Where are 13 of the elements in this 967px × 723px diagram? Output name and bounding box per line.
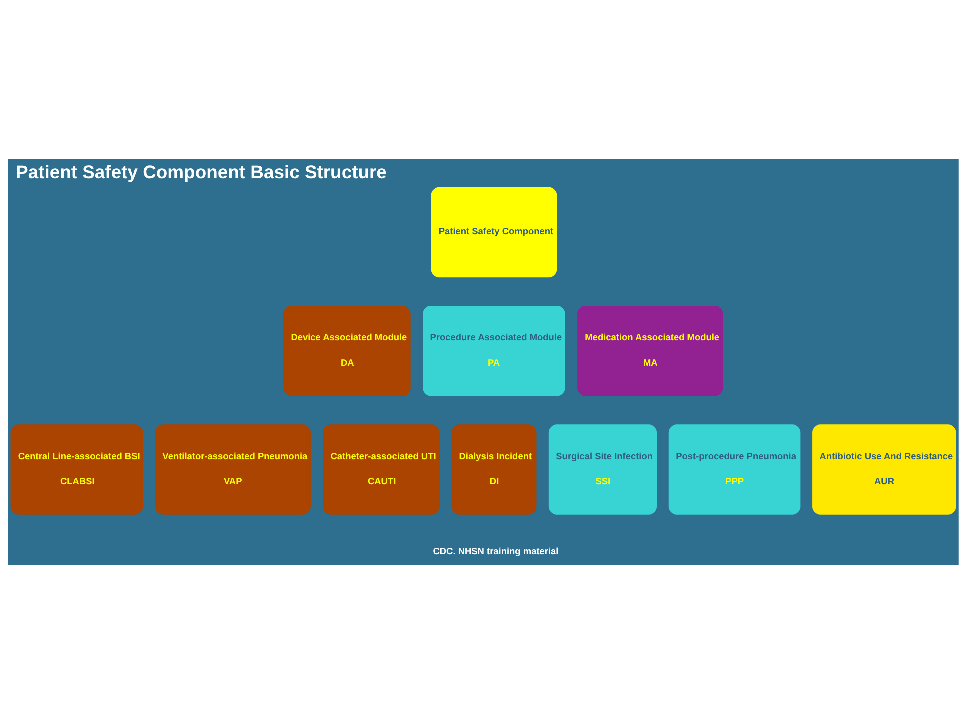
node-box: Surgical Site Infection SSI bbox=[548, 424, 657, 514]
node-box: Device Associated Module DA bbox=[284, 305, 411, 396]
node-box: Ventilator-associated Pneumonia VAP bbox=[155, 424, 311, 514]
diagram-title: Patient Safety Component Basic Structure bbox=[16, 160, 387, 182]
node-box: Patient Safety Component bbox=[431, 186, 558, 278]
node-box: Antibiotic Use And Resistance AUR bbox=[812, 424, 956, 514]
node-box: Dialysis Incident DI bbox=[452, 424, 537, 514]
node-box: Catheter-associated UTI CAUTI bbox=[323, 424, 440, 514]
node-box: Central Line-associated BSI CLABSI bbox=[10, 424, 144, 514]
node-box: Medication Associated Module MA bbox=[578, 305, 724, 396]
node-box: Procedure Associated Module PA bbox=[423, 305, 566, 396]
node-box: Post-procedure Pneumonia PPP bbox=[668, 424, 801, 514]
label: CDC. NHSN training material bbox=[433, 546, 559, 556]
